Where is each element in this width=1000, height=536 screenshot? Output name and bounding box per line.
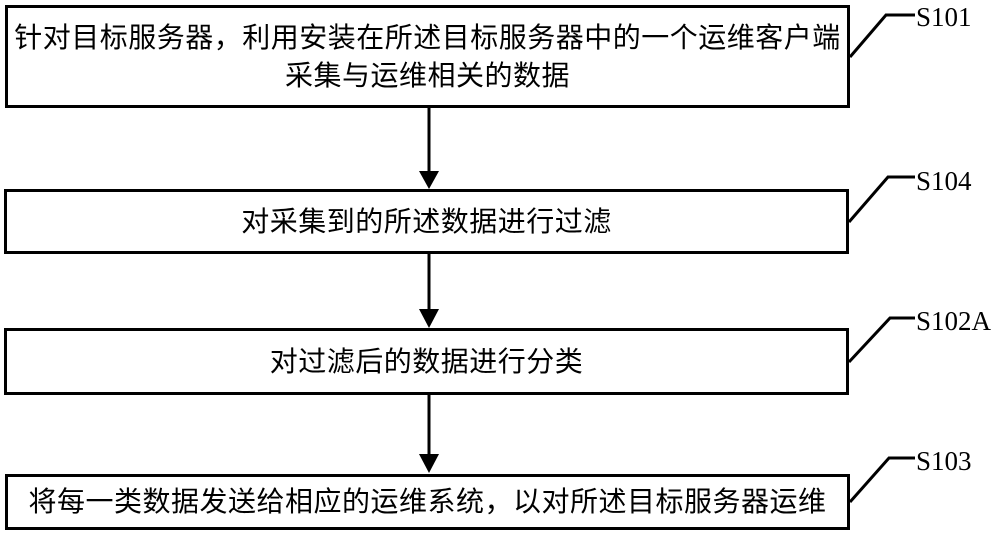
- step-ref-label-s102a: S102A: [916, 306, 992, 336]
- leader-line-s102a: [847, 316, 915, 364]
- step-text-line: 针对目标服务器，利用安装在所述目标服务器中的一个运维客户端: [14, 20, 841, 54]
- step-box-collect-data: 针对目标服务器，利用安装在所述目标服务器中的一个运维客户端 采集与运维相关的数据: [5, 5, 850, 108]
- step-box-send-data: 将每一类数据发送给相应的运维系统，以对所述目标服务器运维: [5, 474, 850, 530]
- step-text-line: 对过滤后的数据进行分类: [269, 344, 584, 378]
- down-arrow-3: [419, 394, 439, 473]
- step-box-classify-data: 对过滤后的数据进行分类: [4, 328, 849, 395]
- step-text-line: 对采集到的所述数据进行过滤: [241, 204, 612, 238]
- leader-line-s101: [848, 13, 915, 58]
- step-ref-label-s101: S101: [916, 2, 972, 32]
- down-arrow-2: [419, 253, 439, 328]
- leader-line-s104: [847, 175, 915, 223]
- leader-line-s103: [848, 456, 915, 503]
- step-ref-label-s103: S103: [916, 446, 972, 476]
- step-text-line: 将每一类数据发送给相应的运维系统，以对所述目标服务器运维: [28, 485, 827, 518]
- down-arrow-1: [419, 107, 439, 189]
- step-box-filter-data: 对采集到的所述数据进行过滤: [4, 189, 849, 254]
- step-ref-label-s104: S104: [916, 166, 972, 196]
- step-text-line: 采集与运维相关的数据: [284, 58, 570, 92]
